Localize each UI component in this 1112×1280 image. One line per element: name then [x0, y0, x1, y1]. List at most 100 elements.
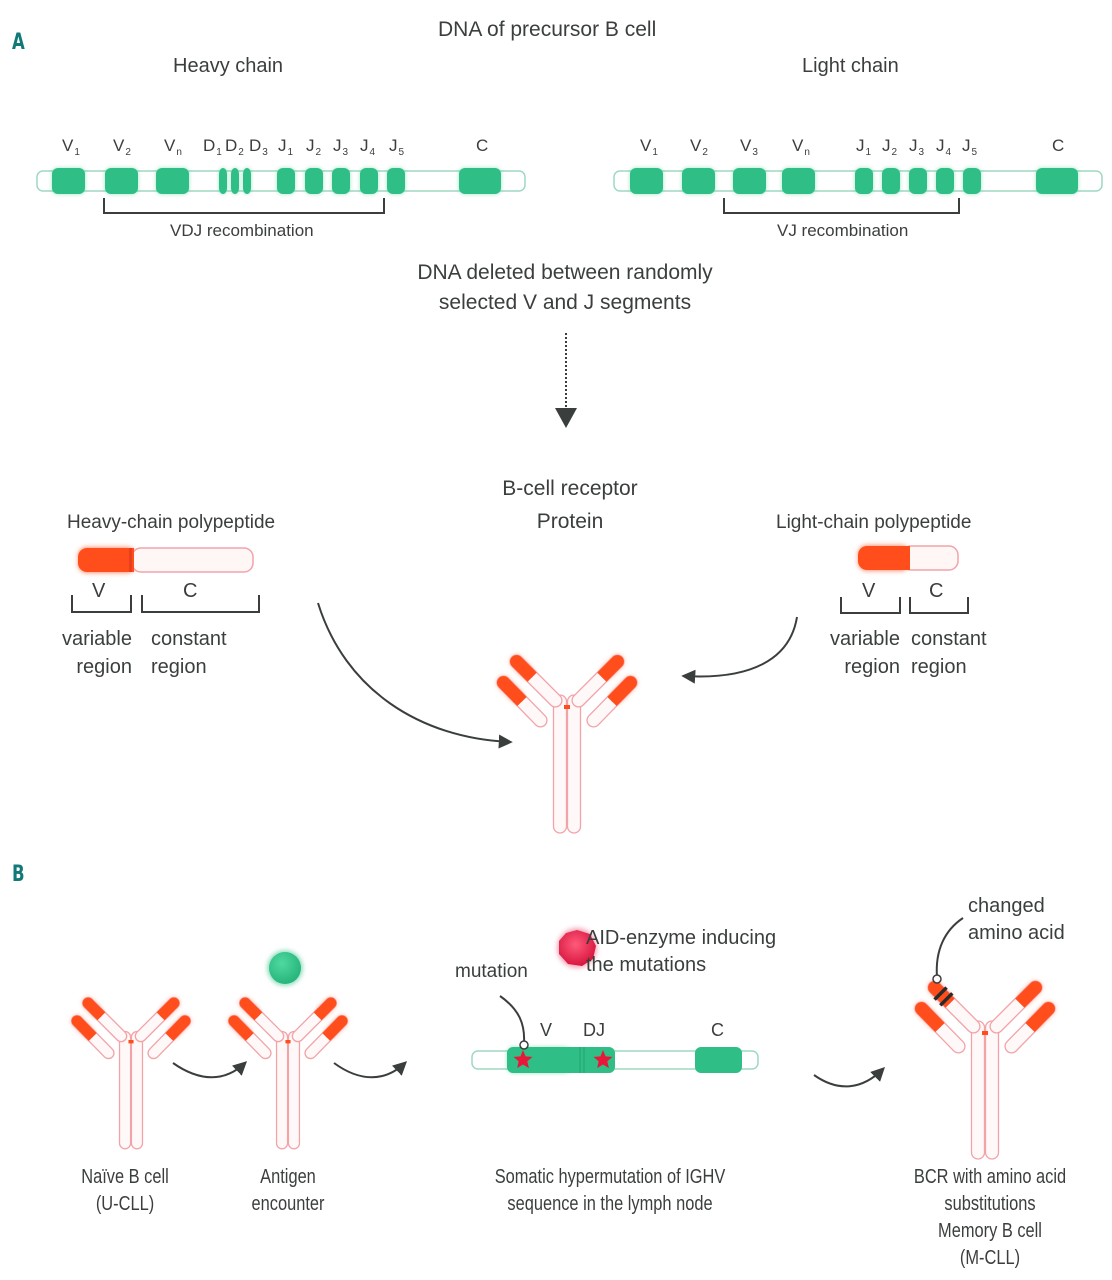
disulfide-bond — [285, 1040, 291, 1044]
vj-label: VJ recombination — [777, 221, 909, 240]
gene-segment-j1 — [277, 168, 295, 194]
receptor-title-line: B-cell receptor — [502, 477, 638, 500]
text-line: the mutations — [586, 954, 707, 976]
gene-dj-label: DJ — [583, 1020, 605, 1040]
vdj-label: VDJ recombination — [170, 221, 314, 240]
text-line: Antigen — [260, 1166, 316, 1188]
caption-naive: Naïve B cell (U-CLL) — [55, 1164, 194, 1218]
heavy-chain-stem — [130, 1030, 144, 1150]
gene-segment-vn — [782, 168, 815, 194]
vdj-bracket — [103, 198, 385, 214]
heavy-chain-title: Heavy chain — [173, 55, 284, 77]
heavy-arm-left — [509, 654, 563, 708]
disulfide-bond — [128, 1040, 134, 1044]
segment-label-c: C — [1052, 136, 1065, 155]
gene-segment-c — [459, 168, 501, 194]
light-polypeptide-bar — [858, 545, 959, 571]
segment-label-j1: J1 — [856, 136, 872, 158]
heavy-c-label: C — [183, 580, 198, 602]
heavy-arm-left — [81, 996, 128, 1043]
gene-segment-j2 — [882, 168, 900, 194]
light-arm-right — [1004, 1001, 1056, 1054]
light-c-bracket — [909, 597, 969, 614]
light-arm-left — [227, 1014, 272, 1060]
naive-to-antigen-arrow — [172, 1061, 248, 1079]
heavy-to-bcr-arrow — [317, 602, 513, 749]
gene-segment-c — [1036, 168, 1078, 194]
gene-segment-v2 — [105, 168, 138, 194]
dna-title: DNA of precursor B cell — [438, 18, 657, 41]
gene-segment-v3 — [733, 168, 766, 194]
disulfide-bond — [982, 1031, 988, 1035]
segment-label-j3: J3 — [333, 136, 349, 158]
gene-segment-v1 — [52, 168, 85, 194]
heavy-chain-stem — [275, 1030, 289, 1150]
text-line: sequence in the lymph node — [507, 1193, 713, 1215]
shm-to-memory-arrow — [813, 1067, 885, 1088]
text-line: constant — [911, 628, 987, 650]
segment-label-j1: J1 — [278, 136, 294, 158]
gene-segment-j4 — [936, 168, 954, 194]
segment-label-j5: J5 — [389, 136, 405, 158]
heavy-arm-right — [291, 996, 338, 1043]
heavy-chain-stem — [566, 694, 582, 834]
segment-label-j2: J2 — [882, 136, 898, 158]
heavy-chain-stem — [287, 1030, 301, 1150]
gene-segment-j3 — [909, 168, 927, 194]
text-line: amino acid — [968, 922, 1065, 944]
caption-memory: BCR with amino acid substitutions Memory… — [892, 1164, 1089, 1272]
gene-segment-d2 — [231, 168, 239, 194]
mutation-pointer-dot — [519, 1040, 529, 1050]
text-line: (M-CLL) — [959, 1247, 1021, 1269]
deletion-note: DNA deleted between randomly selected V … — [360, 258, 770, 318]
changed-aa-label: changed amino acid — [968, 893, 1065, 947]
gene-segment-v2 — [682, 168, 715, 194]
segment-label-vn: Vn — [164, 136, 182, 158]
light-arm-left — [496, 675, 548, 728]
amino-acid-substitution — [939, 992, 954, 1007]
heavy-v-bracket — [71, 595, 132, 613]
caption-antigen: Antigen encounter — [222, 1164, 353, 1218]
text-line: variable — [829, 628, 900, 650]
panel-a-letter: A — [12, 30, 25, 55]
segment-label-d3: D3 — [249, 136, 268, 158]
heavy-polypeptide-bar — [78, 547, 254, 573]
gene-segment-j4 — [360, 168, 378, 194]
text-line: variable — [61, 628, 132, 650]
receptor-title-line: Protein — [536, 510, 604, 533]
text-line: encounter — [251, 1193, 325, 1215]
segment-label-j3: J3 — [909, 136, 925, 158]
mutation-pointer — [499, 995, 526, 1044]
gene-segment-j1 — [855, 168, 873, 194]
text-line: Naïve B cell — [81, 1166, 169, 1188]
segment-label-j4: J4 — [360, 136, 376, 158]
text-line: substitutions — [944, 1193, 1036, 1215]
disulfide-bond — [564, 705, 570, 709]
text-line: region — [151, 656, 207, 678]
light-arm-right — [304, 1014, 349, 1060]
gene-segment-j5 — [963, 168, 981, 194]
text-line: AID-enzyme inducing — [586, 927, 777, 949]
gene-segment-d1 — [219, 168, 227, 194]
segment-label-v1: V1 — [640, 136, 658, 158]
aid-label: AID-enzyme inducing the mutations — [586, 925, 776, 979]
text-line: BCR with amino acid — [913, 1166, 1067, 1188]
light-chain-dna — [613, 168, 1103, 214]
gene-segment-j3 — [332, 168, 350, 194]
text-line: changed — [968, 895, 1045, 917]
bcr-antibody-antigen — [227, 996, 349, 1150]
light-v-label: V — [862, 580, 876, 602]
text-line: region — [76, 656, 132, 678]
segment-label-v2: V2 — [113, 136, 131, 158]
deletion-note-line: DNA deleted between randomly — [417, 261, 713, 284]
gene-v-label: V — [540, 1020, 553, 1040]
segment-label-c: C — [476, 136, 489, 155]
segment-label-j2: J2 — [306, 136, 322, 158]
heavy-arm-right — [989, 980, 1043, 1034]
heavy-chain-stem — [970, 1020, 986, 1160]
ighv-gene — [471, 1047, 759, 1073]
light-c-label: C — [929, 580, 944, 602]
bcr-antibody-memory — [914, 980, 1056, 1160]
panel-b-letter: B — [12, 862, 25, 887]
heavy-arm-left — [238, 996, 285, 1043]
